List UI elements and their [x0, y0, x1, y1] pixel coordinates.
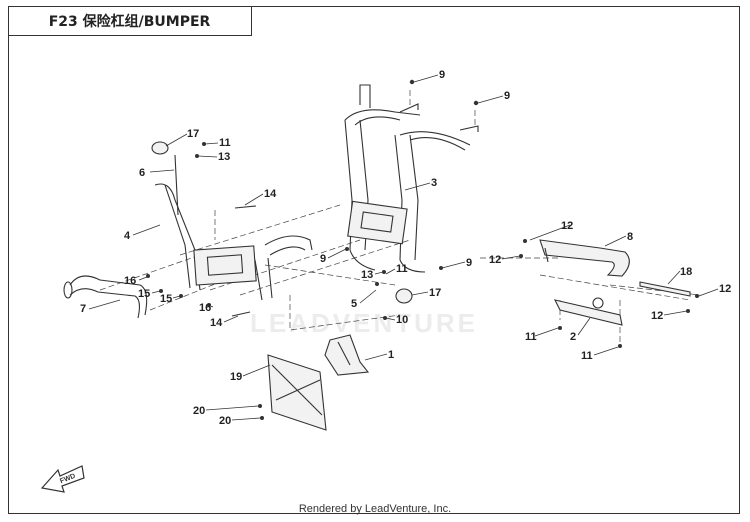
callout-leaders — [88, 74, 719, 421]
callout-13: 13 — [361, 269, 373, 281]
callout-17: 17 — [429, 287, 441, 299]
callout-15: 15 — [138, 288, 150, 300]
callout-12: 12 — [489, 254, 501, 266]
part-19-license-plate — [267, 354, 327, 431]
callout-15: 15 — [160, 293, 172, 305]
part-17-covers — [151, 141, 413, 304]
callout-13: 13 — [218, 151, 230, 163]
callout-11: 11 — [525, 331, 537, 343]
callout-9: 9 — [320, 253, 326, 265]
callout-19: 19 — [230, 371, 242, 383]
callout-9: 9 — [466, 257, 472, 269]
callout-3: 3 — [431, 177, 437, 189]
page-title: F23 保险杠组/BUMPER — [48, 13, 211, 30]
callout-2: 2 — [570, 331, 576, 343]
callout-7: 7 — [80, 303, 86, 315]
part-2-bracket — [553, 297, 623, 326]
callout-20: 20 — [193, 405, 205, 417]
callout-17: 17 — [187, 128, 199, 140]
callout-12: 12 — [719, 283, 731, 295]
callout-20: 20 — [219, 415, 231, 427]
render-credit: Rendered by LeadVenture, Inc. — [298, 503, 452, 515]
callout-11: 11 — [581, 350, 593, 362]
part-4-front-bumper — [154, 183, 313, 301]
callout-14: 14 — [264, 188, 277, 200]
callout-6: 6 — [139, 167, 145, 179]
part-14-bolts — [231, 205, 257, 317]
callout-11: 11 — [219, 137, 231, 149]
diagram-frame — [8, 6, 740, 514]
callout-4: 4 — [124, 230, 131, 242]
part-1-plate-bracket — [324, 334, 370, 376]
callout-14: 14 — [210, 317, 223, 329]
callout-16: 16 — [124, 275, 136, 287]
callout-16: 16 — [199, 302, 211, 314]
fwd-arrow-icon: FWD — [40, 465, 85, 493]
callout-10: 10 — [396, 314, 408, 326]
callout-5: 5 — [351, 298, 357, 310]
part-7-side-tube — [63, 275, 148, 319]
callout-9: 9 — [439, 69, 445, 81]
callout-labels: 9 9 3 17 11 13 6 14 4 16 15 15 7 16 14 9… — [80, 69, 731, 427]
callout-18: 18 — [680, 266, 692, 278]
callout-11: 11 — [396, 263, 408, 275]
part-8-rear-hitch — [539, 239, 630, 277]
callout-12: 12 — [561, 220, 573, 232]
part-3-upright-frame — [344, 84, 479, 273]
callout-8: 8 — [627, 231, 633, 243]
part-18-clip — [639, 281, 691, 297]
title-box: F23 保险杠组/BUMPER — [8, 6, 252, 36]
callout-12: 12 — [651, 310, 663, 322]
watermark: LEADVENTURE — [250, 308, 479, 338]
callout-1: 1 — [388, 349, 394, 361]
fasteners — [146, 79, 699, 420]
callout-9: 9 — [504, 90, 510, 102]
